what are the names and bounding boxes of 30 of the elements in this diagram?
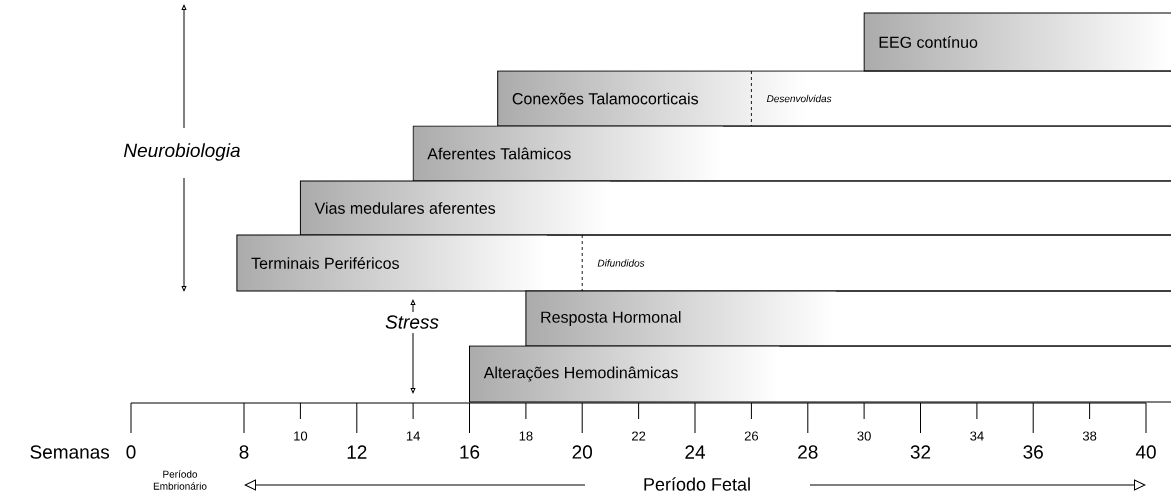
tick-label: 20 xyxy=(572,445,592,459)
timeline-bar: EEG contínuo xyxy=(863,12,1171,72)
axis-label: Semanas xyxy=(30,445,110,459)
tick-label: 30 xyxy=(857,431,871,441)
tick-label: 12 xyxy=(347,445,367,459)
timeline-bar: Conexões Talamocorticais Desenvolvidas xyxy=(497,70,1171,127)
tick-label: 36 xyxy=(1023,445,1043,459)
tick-label: 28 xyxy=(798,445,818,459)
timeline-bar: Aferentes Talâmicos xyxy=(412,125,1171,182)
tick-label: 32 xyxy=(910,445,931,459)
tick-label: 0 xyxy=(126,445,136,459)
axis-title: Neurobiologia xyxy=(123,143,240,161)
tick-label: 26 xyxy=(744,431,759,441)
tick-label: 14 xyxy=(406,431,420,441)
tick-label: 18 xyxy=(519,431,533,441)
period-label: Período Embrionário xyxy=(153,470,207,490)
timeline-bar: Alterações Hemodinâmicas xyxy=(469,345,1171,403)
timeline-bar: Vias medulares aferentes xyxy=(299,180,1171,236)
tick-label: 38 xyxy=(1082,431,1097,441)
timeline-bar: Terminais Periféricos Difundidos xyxy=(236,234,1171,292)
tick-label: 24 xyxy=(685,445,705,459)
tick-label: 40 xyxy=(1135,445,1156,459)
tick-label: 8 xyxy=(239,445,249,459)
tick-label: 10 xyxy=(294,431,308,441)
timeline-bar: Resposta Hormonal xyxy=(525,290,1171,347)
tick-label: 34 xyxy=(970,431,984,441)
axis-title: Stress xyxy=(385,315,439,329)
tick-label: 16 xyxy=(460,445,480,459)
period-label: Período Fetal xyxy=(644,477,750,491)
tick-label: 22 xyxy=(632,431,646,441)
